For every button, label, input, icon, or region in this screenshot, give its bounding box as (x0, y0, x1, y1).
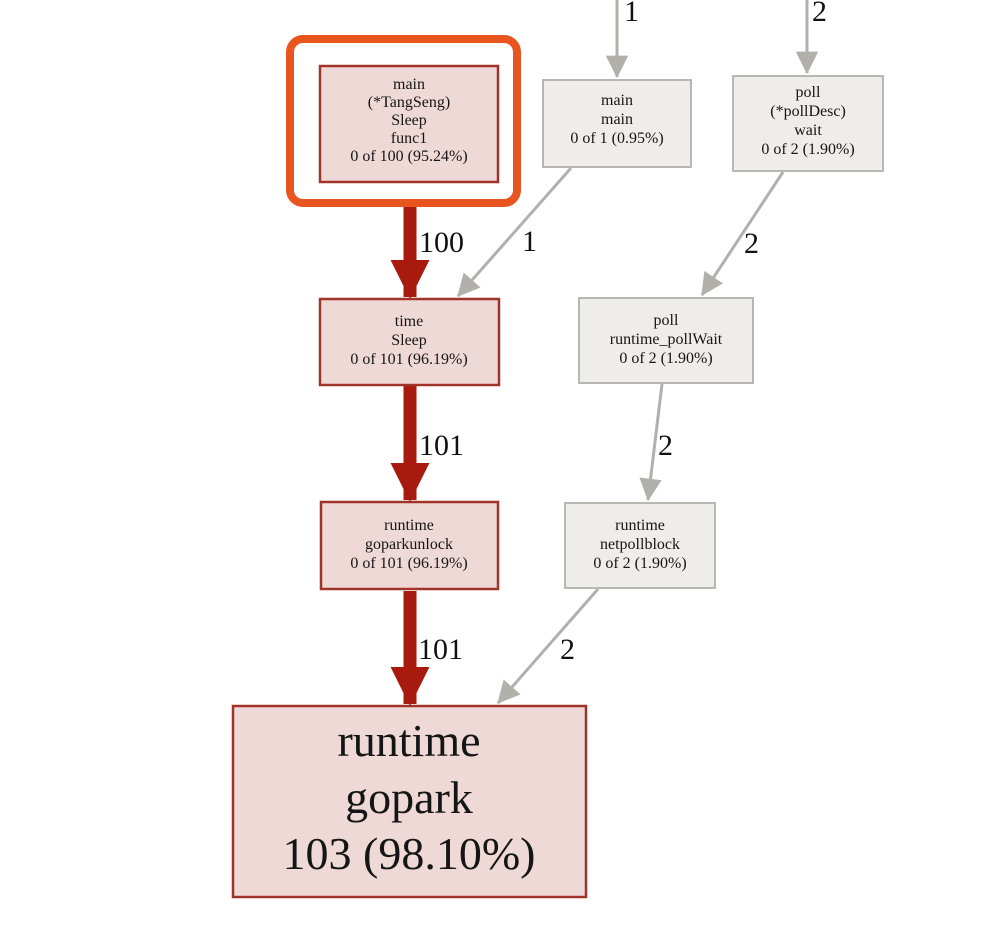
node-time-sleep[interactable]: time Sleep 0 of 101 (96.19%) (318, 297, 501, 387)
node-label-line: wait (794, 122, 822, 139)
node-label-line: runtime_pollWait (610, 331, 723, 348)
edge-line (639, 383, 664, 502)
node-poll-polldesc-wait[interactable]: poll (*pollDesc) wait 0 of 2 (1.90%) (732, 75, 884, 172)
edge-weight-label: 101 (419, 429, 464, 462)
node-label-line: 0 of 2 (1.90%) (761, 141, 854, 158)
edge-weight-label: 2 (812, 0, 827, 28)
node-label-line: poll (654, 312, 679, 329)
node-label-line: main (393, 76, 425, 93)
node-label-line: (*pollDesc) (770, 103, 846, 120)
node-main-main[interactable]: main main 0 of 1 (0.95%) (542, 79, 692, 168)
node-label-line: 0 of 100 (95.24%) (350, 148, 467, 165)
node-label-line: runtime (337, 715, 480, 766)
edge-weight-label: 2 (658, 429, 673, 462)
edge-weight-label: 2 (560, 633, 575, 666)
edge-top-to-main-main: 1 (605, 0, 639, 79)
node-runtime-netpollblock[interactable]: runtime netpollblock 0 of 2 (1.90%) (564, 502, 716, 589)
edge-goparkunlock-to-gopark: 101 (390, 591, 463, 706)
node-label-line: poll (796, 84, 821, 101)
edge-weight-label: 101 (418, 633, 463, 666)
node-label-line: main (601, 92, 633, 109)
node-label-line: func1 (391, 130, 427, 147)
node-label-line: runtime (384, 517, 434, 534)
node-label-line: 0 of 2 (1.90%) (593, 555, 686, 572)
node-label-line: runtime (615, 517, 665, 534)
node-label-line: gopark (345, 772, 473, 823)
node-main-tangseng-sleep-func1[interactable]: main (*TangSeng) Sleep func1 0 of 100 (9… (286, 35, 521, 207)
node-label-line: netpollblock (600, 536, 680, 553)
node-label-line: 0 of 1 (0.95%) (570, 130, 663, 147)
edge-netpollblock-to-gopark: 2 (496, 588, 600, 704)
node-label-line: Sleep (391, 332, 427, 349)
node-label-line: 0 of 101 (96.19%) (350, 555, 467, 572)
nodes-layer: main (*TangSeng) Sleep func1 0 of 100 (9… (231, 35, 884, 899)
edge-poll-pollwait-to-netpollblock: 2 (639, 383, 673, 502)
node-runtime-goparkunlock[interactable]: runtime goparkunlock 0 of 101 (96.19%) (319, 500, 500, 591)
node-box (318, 297, 501, 387)
node-box (318, 64, 500, 184)
edge-line (456, 167, 573, 297)
edge-time-sleep-to-goparkunlock: 101 (390, 386, 464, 502)
node-runtime-gopark[interactable]: runtime gopark 103 (98.10%) (231, 704, 588, 899)
edge-line (496, 588, 600, 704)
edge-func1-to-time-sleep: 100 (390, 200, 464, 299)
node-label-line: goparkunlock (365, 536, 453, 553)
selection-highlight-ring (286, 35, 521, 207)
node-box (732, 75, 884, 172)
edge-weight-label: 100 (419, 226, 464, 259)
edges-layer: 1 2 100 1 2 101 2 101 (390, 0, 827, 706)
edge-top-to-poll-wait: 2 (795, 0, 827, 75)
edge-weight-label: 1 (522, 225, 537, 258)
edge-line (700, 171, 785, 296)
edge-poll-wait-to-poll-pollwait: 2 (700, 171, 785, 296)
node-box (578, 297, 754, 384)
node-poll-runtime-pollwait[interactable]: poll runtime_pollWait 0 of 2 (1.90%) (578, 297, 754, 384)
node-box (231, 704, 588, 899)
node-label-line: (*TangSeng) (368, 94, 450, 111)
edge-weight-label: 1 (624, 0, 639, 28)
edge-main-main-to-time-sleep: 1 (456, 167, 573, 297)
node-label-line: main (601, 111, 633, 128)
node-box (319, 500, 500, 591)
node-label-line: time (395, 313, 423, 330)
node-box (542, 79, 692, 168)
node-label-line: 0 of 101 (96.19%) (350, 351, 467, 368)
edge-weight-label: 2 (744, 227, 759, 260)
node-box (564, 502, 716, 589)
node-label-line: 0 of 2 (1.90%) (619, 350, 712, 367)
node-label-line: Sleep (391, 112, 427, 129)
node-label-line: 103 (98.10%) (283, 828, 536, 879)
